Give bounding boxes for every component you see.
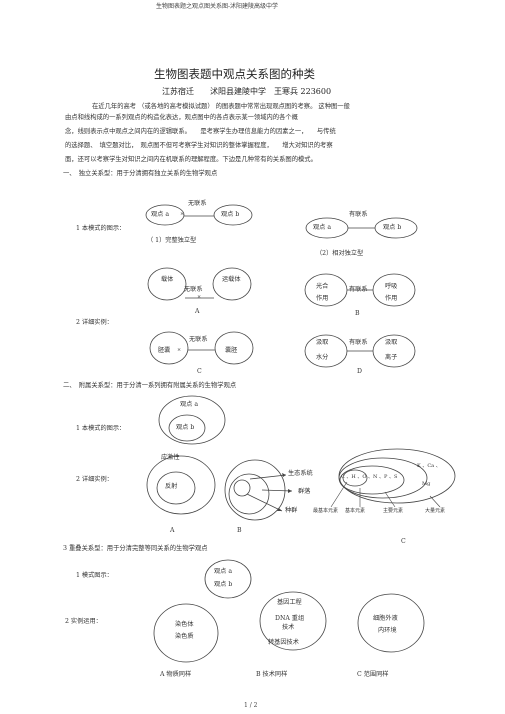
s3-exA-line1: 染色体 (175, 621, 194, 628)
s3-exA-caption: A 物质同样 (160, 671, 192, 678)
exD-right-2: 离子 (385, 354, 398, 361)
d1-caption: （ 1）完整独立型 (147, 237, 197, 244)
exC-right: 囊胚 (225, 347, 238, 354)
d1-node-b: 观点 b (221, 211, 240, 218)
s2-exA-inner: 反射 (165, 483, 178, 490)
d2-rel-label: 有联系 (349, 211, 368, 218)
exB-left-1: 光合 (316, 283, 329, 290)
intro-line-4: 的选择题、 填空题对比， 观点图不但可考察学生对知识的整体掌握程度， 增大对知识… (65, 142, 333, 149)
page-header: 生物图表题之观点图关系图-沭阳建陵高级中学 (156, 3, 279, 10)
exD-left-2: 水分 (316, 354, 329, 361)
exB-letter: B (355, 310, 360, 317)
exD-letter: D (357, 368, 362, 375)
s3-exB-caption: B 技术同样 (256, 671, 288, 678)
s3-node-b: 观点 b (214, 581, 233, 588)
author-line: 江苏宿迁 沭阳县建陵中学 王寒兵 223600 (162, 87, 332, 96)
s1-detail-label: 2 详细实例： (76, 319, 113, 326)
s3-exC-line1: 细胞外液 (373, 615, 398, 622)
exD-rel: 有联系 (349, 339, 368, 346)
exA-right: 运载体 (222, 276, 241, 283)
s2-exB-letter: B (237, 527, 242, 534)
s3-mode-label: 1 模式图示： (76, 572, 113, 579)
exB-left-2: 作用 (316, 295, 329, 302)
s2-mode-label: 1 本模式的图示： (76, 425, 126, 432)
s2-detail-label: 2 详细实例： (76, 476, 113, 483)
s3-exB-line1: 基因工程 (277, 599, 302, 606)
s2-exC-elements: C 、H 、O 、N 、P 、S (341, 474, 398, 480)
s3-exA-line2: 染色质 (175, 633, 194, 640)
exC-cross: × (177, 347, 182, 353)
section3-heading: 3 重叠关系型：用于分清完整等同关系的生物学观点 (63, 545, 208, 552)
section1-heading: 一、 独立关系型：用于分清拥有独立关系的生物学观点 (63, 170, 218, 177)
d1-node-a: 观点 a (151, 211, 170, 218)
exD-left-1: 汲取 (316, 339, 329, 346)
s3-example-label: 2 实例运用： (65, 618, 102, 625)
s2-exC-basic-most: 最基本元素 (313, 508, 339, 514)
d1-rel-label: 无联系 (188, 200, 207, 207)
d2-node-b: 观点 b (383, 224, 402, 231)
d2-node-a: 观点 a (313, 224, 332, 231)
s2-inner-node: 观点 b (176, 424, 195, 431)
s3-exB-line2: DNA 重组 (275, 615, 305, 622)
s3-exB-line3: 技术 (282, 624, 295, 631)
s2-exA-letter: A (170, 527, 175, 534)
s2-exC-letter: C (401, 538, 406, 545)
s2-exC-macro: 大量元素 (425, 508, 446, 514)
exB-right-2: 作用 (385, 295, 398, 302)
s2-exA-outer: 应激性 (161, 454, 180, 461)
exB-right-1: 呼吸 (385, 283, 398, 290)
exB-rel: 有联系 (349, 286, 368, 293)
s3-exC-caption: C 范围同样 (357, 671, 389, 678)
exC-left: 胚囊 (158, 347, 171, 354)
s3-node-a: 观点 a (214, 568, 233, 575)
section2-heading: 二、 附属关系型：用于分清一系列拥有附属关系的生物学观点 (63, 382, 237, 389)
exC-rel: 无联系 (189, 336, 208, 343)
exA-rel: 无联系 (184, 286, 203, 293)
intro-line-1: 在近几年的高考 （或各地的高考模拟试题） 的图表题中常常出现观点图的考察。 这种… (92, 103, 350, 110)
exA-letter: A (195, 308, 200, 315)
intro-line-2: 由点和线构成的一系列观点的构造化表达，观点图中的各点表示某一领域内的各个概 (65, 114, 298, 121)
exA-left: 载体 (161, 276, 174, 283)
exD-right-1: 汲取 (385, 339, 398, 346)
s2-outer-node: 观点 a (180, 401, 199, 408)
intro-line-5: 面，还可以考察学生对知识之间内在机联系的理解程度。下边是几种常有的关系图的模式。 (65, 156, 317, 163)
s3-exC-line2: 内环境 (378, 627, 397, 634)
s2-exB-ecosystem: 生态系统 (288, 470, 313, 477)
s2-exB-community: 群落 (298, 488, 311, 495)
exA-cross: × (197, 294, 202, 300)
exC-letter: C (197, 368, 202, 375)
d1-cross-mark: × (180, 211, 185, 217)
page-title: 生物图表题中观点关系图的种类 (154, 67, 315, 81)
s1-mode-label: 1 本模式的图示： (76, 225, 126, 232)
s2-exC-basic: 基本元素 (345, 508, 366, 514)
page-number: 1 / 2 (244, 702, 258, 709)
s2-exC-mg: Mg (422, 481, 431, 487)
d2-caption: （2）相对独立型 (316, 250, 364, 257)
s2-exB-population: 种群 (285, 507, 298, 514)
s3-exB-line4: 转基因技术 (268, 639, 299, 646)
s2-exC-major: 主要元素 (383, 508, 404, 514)
s2-exC-k-ca: K 、Ca 、 (417, 463, 441, 469)
intro-line-3: 念，线则表示点中观点之间内在的逻辑联系。 是考察学生办理信息能力的因素之一， 与… (65, 128, 336, 135)
